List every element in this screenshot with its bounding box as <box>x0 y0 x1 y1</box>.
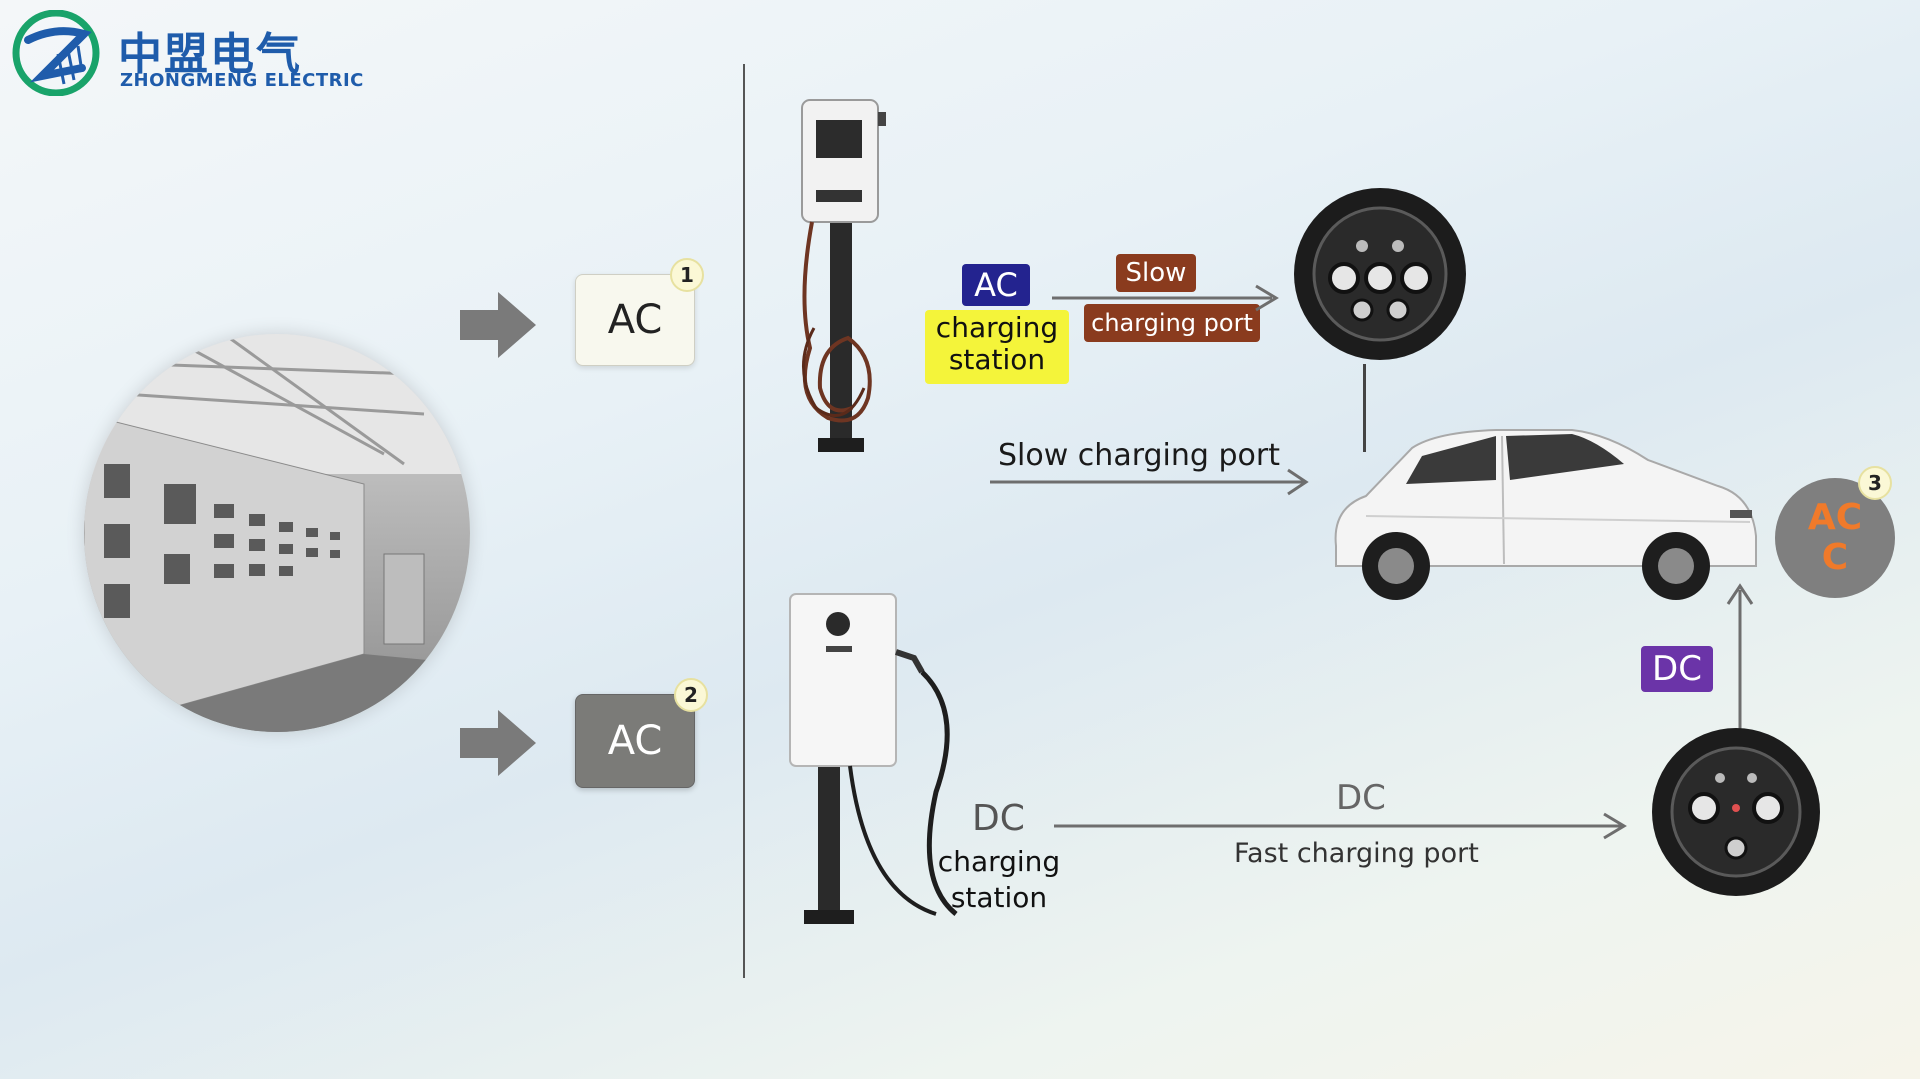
ac-box-1: AC <box>575 274 695 366</box>
divider <box>743 64 745 978</box>
arrow-dc-to-car <box>1726 583 1754 732</box>
badge-1: 1 <box>670 258 704 292</box>
ac-station-label: charging station <box>925 310 1069 384</box>
ac-c-badge-text: AC C <box>1807 497 1863 578</box>
badge-2: 2 <box>674 678 708 712</box>
ac-box-2-label: AC <box>607 718 663 764</box>
ac-connector-icon <box>1294 188 1466 360</box>
ac-box-1-label: AC <box>607 297 663 343</box>
dc-charging-pile <box>789 593 958 924</box>
arrow-to-car <box>990 468 1309 496</box>
slow-tag: Slow <box>1116 254 1196 292</box>
dc-station-label: charging station <box>937 845 1061 914</box>
arrow-to-ac-1 <box>460 292 536 358</box>
switchgear-room-photo <box>84 334 470 732</box>
slow-charging-port-label: Slow charging port <box>998 438 1280 473</box>
arrow-ac-to-connector <box>1052 284 1279 312</box>
ac-box-2: AC <box>575 694 695 788</box>
brand-logo: 中盟电气 ZHONGMENG ELECTRIC <box>12 10 372 96</box>
connector-line <box>1363 364 1366 452</box>
arrow-dc-to-connector <box>1054 812 1627 840</box>
dc-connector-icon <box>1652 728 1820 896</box>
dc-arrow-top-label: DC <box>1336 778 1386 818</box>
dc-tag: DC <box>1641 646 1713 692</box>
arrow-to-ac-2 <box>460 710 536 776</box>
dc-arrow-bottom-label: Fast charging port <box>1234 838 1479 869</box>
ac-tag: AC <box>962 264 1030 306</box>
brand-name-en: ZHONGMENG ELECTRIC <box>120 70 364 91</box>
charging-port-tag: charging port <box>1084 304 1260 342</box>
ac-charging-pile <box>801 99 886 452</box>
dc-label: DC <box>972 798 1025 839</box>
brand-name-cn: 中盟电气 <box>118 29 302 80</box>
badge-3: 3 <box>1858 466 1892 500</box>
electric-car <box>1334 429 1757 600</box>
zm-logo-icon <box>12 10 100 96</box>
